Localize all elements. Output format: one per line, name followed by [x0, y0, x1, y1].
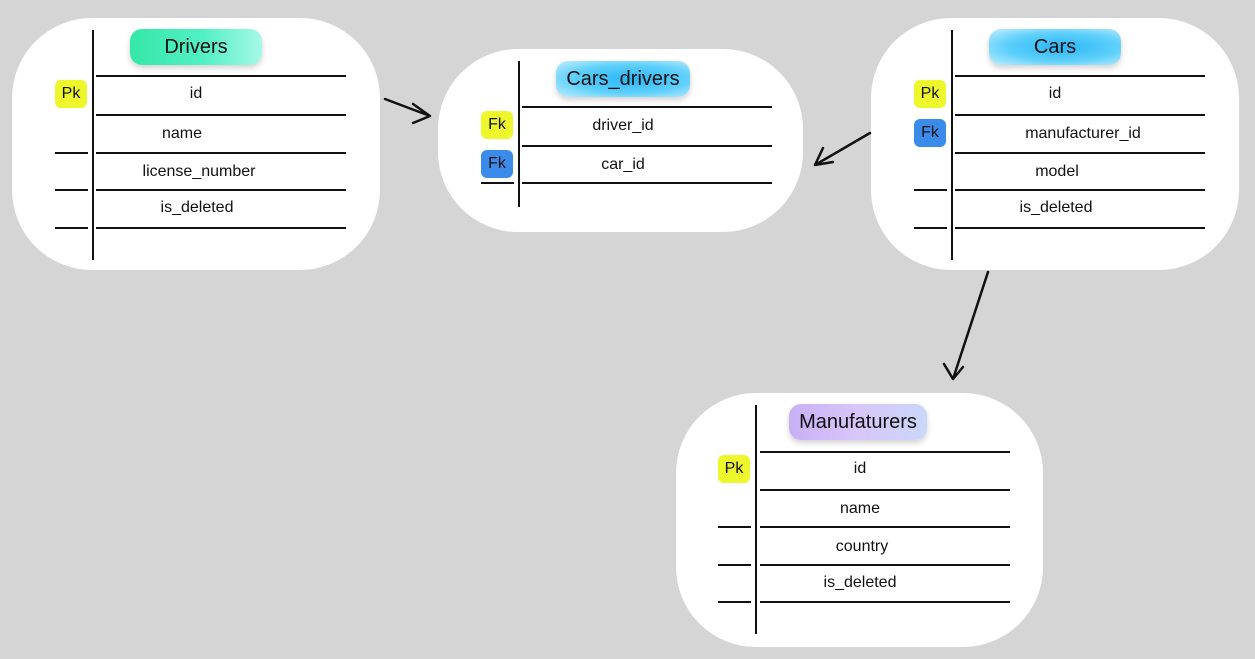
arrow-drivers-to-cars-drivers — [383, 97, 432, 125]
drivers-row-line — [96, 227, 346, 229]
drivers-pk-badge: Pk — [55, 80, 87, 108]
drivers-header-line — [96, 75, 346, 77]
manufacturers-field-id: id — [853, 460, 867, 477]
drivers-key-divider — [92, 30, 94, 260]
cars-row-line — [955, 227, 1205, 229]
manufacturers-field-country: country — [835, 538, 889, 555]
manufacturers-row-line — [760, 526, 1010, 528]
cars-row-line — [955, 114, 1205, 116]
cars-title: Cars — [989, 29, 1121, 65]
cars-drivers-row-line — [522, 182, 772, 184]
cars-key-line — [914, 227, 947, 229]
entity-cars-drivers: Cars_drivers Fk driver_id Fk car_id — [438, 49, 803, 232]
entity-drivers: Drivers Pk id name license_number is_del… — [12, 18, 380, 270]
drivers-row-line — [96, 189, 346, 191]
manufacturers-key-divider — [755, 405, 757, 634]
cars-drivers-header-line — [522, 106, 772, 108]
cars-field-manufacturer-id: manufacturer_id — [1025, 125, 1141, 142]
manufacturers-row-line — [760, 601, 1010, 603]
entity-cars: Cars Pk id Fk manufacturer_id model is_d… — [871, 18, 1239, 270]
manufacturers-title: Manufaturers — [789, 404, 927, 440]
cars-row-line — [955, 152, 1205, 154]
cars-row-line — [955, 189, 1205, 191]
drivers-field-name: name — [161, 125, 203, 142]
manufacturers-pk-badge: Pk — [718, 455, 750, 483]
drivers-title: Drivers — [130, 29, 262, 65]
cars-drivers-field-car-id: car_id — [601, 156, 645, 173]
drivers-key-line — [55, 152, 88, 154]
cars-header-line — [955, 75, 1205, 77]
drivers-field-id: id — [189, 85, 203, 102]
entity-manufacturers: Manufaturers Pk id name country is_delet… — [676, 393, 1043, 647]
cars-drivers-row-line — [522, 145, 772, 147]
cars-pk-badge: Pk — [914, 80, 946, 108]
cars-drivers-title: Cars_drivers — [556, 61, 690, 97]
cars-fk-badge: Fk — [914, 119, 946, 147]
manufacturers-header-line — [760, 451, 1010, 453]
cars-drivers-key-line — [481, 182, 514, 184]
cars-drivers-fk-badge: Fk — [481, 150, 513, 178]
manufacturers-field-name: name — [839, 500, 881, 517]
arrow-cars-to-cars-drivers — [813, 131, 872, 167]
manufacturers-key-line — [718, 564, 751, 566]
drivers-key-line — [55, 189, 88, 191]
manufacturers-key-line — [718, 601, 751, 603]
cars-drivers-fk-badge: Fk — [481, 111, 513, 139]
drivers-key-line — [55, 227, 88, 229]
cars-drivers-field-driver-id: driver_id — [592, 117, 654, 134]
manufacturers-key-line — [718, 526, 751, 528]
drivers-row-line — [96, 114, 346, 116]
arrow-cars-to-manufacturers — [942, 270, 990, 381]
drivers-field-license-number: license_number — [142, 163, 256, 180]
manufacturers-row-line — [760, 489, 1010, 491]
cars-field-model: model — [1035, 163, 1079, 180]
cars-field-is-deleted: is_deleted — [1019, 199, 1093, 216]
cars-key-line — [914, 189, 947, 191]
cars-drivers-key-divider — [518, 61, 520, 207]
drivers-field-is-deleted: is_deleted — [160, 199, 234, 216]
cars-field-id: id — [1048, 85, 1062, 102]
manufacturers-row-line — [760, 564, 1010, 566]
manufacturers-field-is-deleted: is_deleted — [823, 574, 897, 591]
cars-key-divider — [951, 30, 953, 260]
drivers-row-line — [96, 152, 346, 154]
